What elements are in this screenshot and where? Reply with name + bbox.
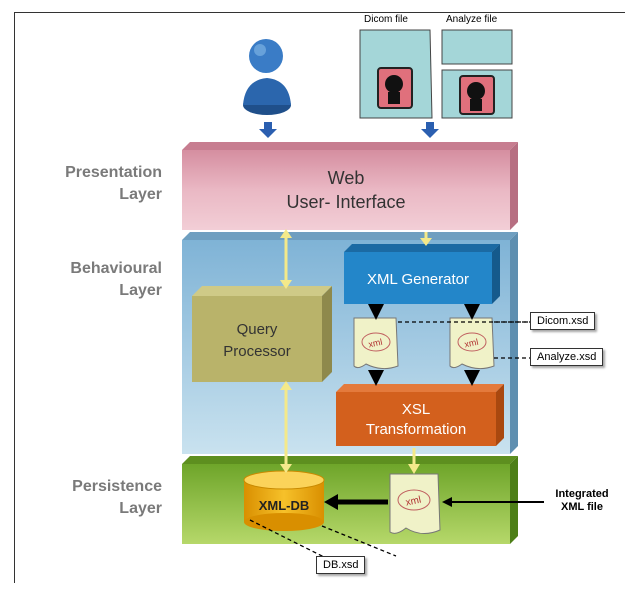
- analyze-file-icon: [441, 29, 513, 119]
- integrated-label-line1: Integrated: [555, 488, 609, 500]
- integrated-label-line2: XML file: [561, 501, 603, 513]
- xsl-line2: Transformation: [366, 421, 466, 438]
- analyze-xsd-box: Analyze.xsd: [530, 348, 604, 366]
- dicom-xsd-box: Dicom.xsd: [530, 312, 596, 330]
- xsl-line1: XSL: [402, 401, 430, 418]
- persistence-layer-label: Persistence Layer: [28, 476, 162, 520]
- ui-query-arrow: [280, 229, 292, 289]
- query-processor-block: [192, 286, 332, 382]
- integrated-xml-label: Integrated XML file: [540, 488, 624, 514]
- web-ui-line2: User- Interface: [286, 192, 405, 212]
- behavioural-label-line1: Behavioural: [70, 260, 162, 277]
- query-processor-line2: Processor: [223, 343, 291, 360]
- presentation-label-line1: Presentation: [65, 164, 162, 181]
- behavioural-layer-label: Behavioural Layer: [28, 258, 162, 302]
- ui-generator-arrow: [420, 232, 432, 246]
- presentation-label-line2: Layer: [119, 186, 162, 203]
- persistence-label-line2: Layer: [119, 500, 162, 517]
- user-to-ui-arrow: [259, 122, 277, 138]
- diagram-frame: [14, 12, 625, 583]
- xml-db-label: XML-DB: [259, 498, 310, 513]
- xml-doc-left-text: xml: [367, 337, 383, 350]
- xml-doc-right-text: xml: [463, 337, 479, 350]
- xml-document-left: [353, 317, 399, 370]
- xsl-transformation-block: [336, 384, 504, 446]
- presentation-layer-box: [182, 142, 518, 230]
- persistence-label-line1: Persistence: [72, 478, 162, 495]
- dicom-file-icon: [359, 29, 433, 119]
- xml-generator-block: [344, 244, 500, 304]
- xml-document-right: [449, 317, 495, 370]
- dicom-file-label: Dicom file: [364, 14, 408, 25]
- xml-generator-label: XML Generator: [367, 271, 469, 288]
- xsl-integrated-arrow: [408, 448, 420, 474]
- behavioural-label-line2: Layer: [119, 282, 162, 299]
- presentation-layer-label: Presentation Layer: [28, 162, 162, 206]
- integrated-label-arrow: [442, 497, 544, 507]
- integrated-to-db-arrow: [324, 494, 388, 510]
- user-icon: [243, 39, 291, 115]
- query-processor-line1: Query: [237, 321, 278, 338]
- db-xsd-box: DB.xsd: [316, 556, 366, 574]
- analyze-file-label: Analyze file: [446, 14, 498, 25]
- query-db-arrow: [280, 381, 292, 473]
- schema-connectors: [249, 321, 530, 561]
- files-to-ui-arrow: [421, 122, 439, 138]
- integrated-doc-text: xml: [405, 495, 423, 509]
- web-ui-line1: Web: [328, 168, 365, 188]
- integrated-xml-document: [389, 473, 441, 534]
